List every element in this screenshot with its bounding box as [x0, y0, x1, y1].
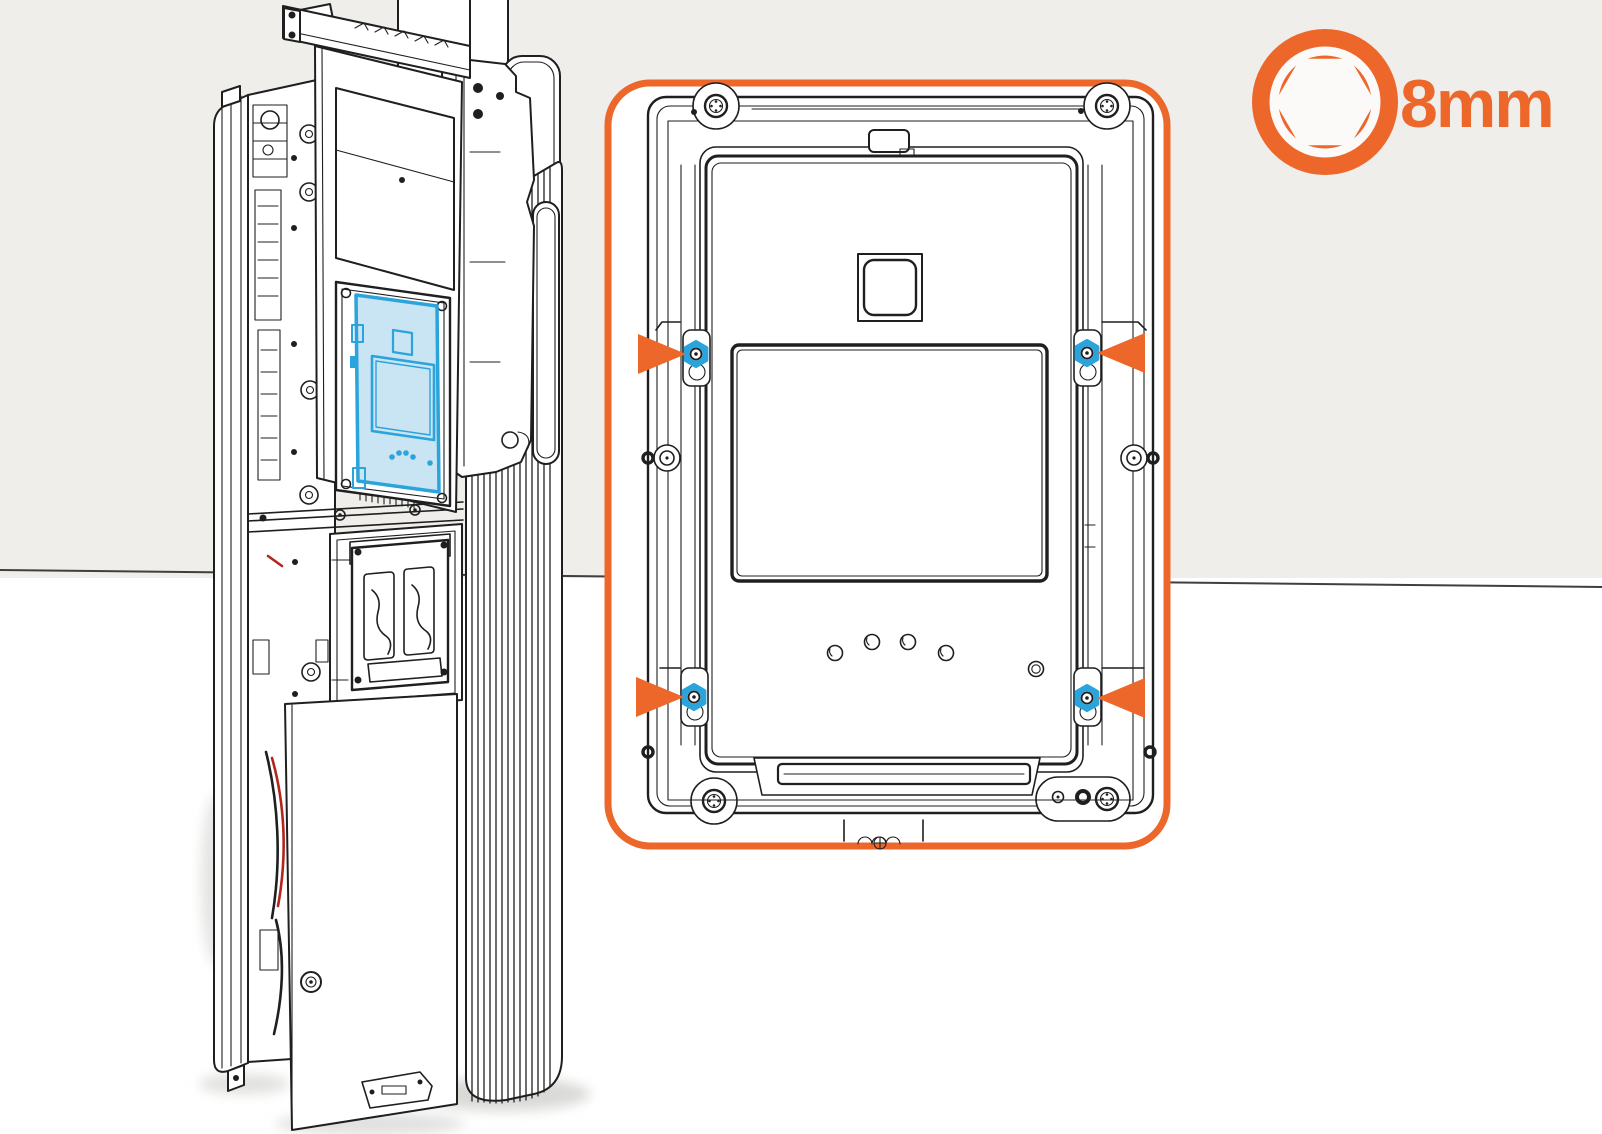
cabinet-isometric-view [213, 0, 563, 1131]
fastener-bottom-left [636, 677, 707, 717]
hex-socket-glyph [1275, 58, 1375, 146]
inner-panel-top-tab [868, 129, 910, 153]
fastener-top-right [1074, 333, 1145, 373]
bottom-hinge-details [843, 819, 924, 850]
detail-callout [604, 79, 1171, 850]
highlighted-fasteners [636, 333, 1145, 718]
door-blank-window [335, 87, 455, 291]
screw-highlight-arrow-top-right [1097, 333, 1145, 373]
screw-head [689, 347, 703, 361]
module-led-dots [389, 450, 433, 466]
divider-rails [247, 501, 464, 533]
bottom-stand [753, 757, 1041, 796]
corner-screws [701, 93, 1120, 814]
highlighted-electronics-module [350, 293, 441, 494]
screw-head [1080, 691, 1094, 705]
screw-highlight-arrow-top-left [638, 334, 686, 374]
panel-screen-opening [730, 343, 1049, 583]
panel-window-square [857, 253, 923, 322]
fastener-top-left [638, 334, 709, 374]
cabinet-wiring [264, 750, 285, 1036]
internal-components [252, 104, 288, 971]
fuse-holder-section [329, 523, 463, 711]
edge-bosses [641, 444, 1160, 759]
top-rail [282, 5, 471, 79]
side-panel [213, 85, 249, 1092]
screw-head [687, 690, 701, 704]
door-inner-face-view [641, 82, 1160, 850]
screw-highlight-arrow-bottom-left [636, 677, 684, 717]
module-screen [370, 354, 436, 442]
panel-holes [826, 633, 1045, 678]
screw-head [1080, 346, 1094, 360]
fins-lines [471, 165, 551, 1104]
screw-highlight-arrow-bottom-right [1097, 678, 1145, 718]
tool-badge: 8mm [1252, 29, 1555, 175]
door-foot-bracket [361, 1071, 433, 1109]
tool-size-label: 8mm [1400, 66, 1553, 142]
module-window-square [391, 328, 414, 357]
fastener-bottom-right [1074, 678, 1145, 718]
front-door [284, 693, 458, 1131]
door-keyhole [300, 971, 322, 993]
